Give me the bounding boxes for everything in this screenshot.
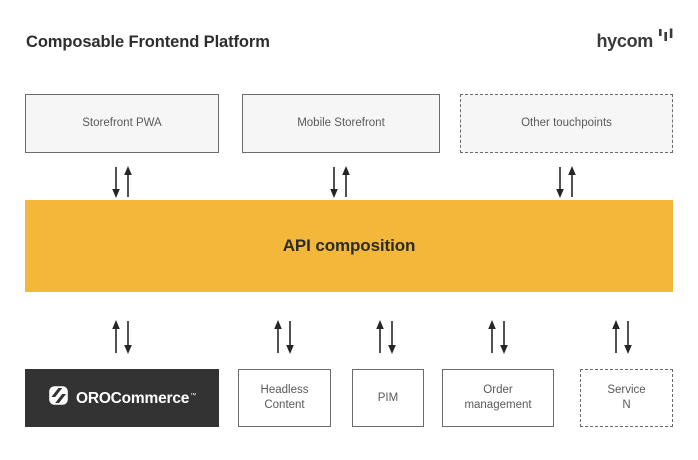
orocommerce-wordmark-text: OROCommerce — [75, 390, 190, 408]
node-label: Headless Content — [260, 384, 309, 411]
diagram-header: Composable Frontend Platform hycom — [0, 0, 698, 80]
connector-headless-content — [268, 318, 302, 358]
node-mobile-storefront[interactable]: Mobile Storefront — [242, 94, 440, 153]
node-label: Storefront PWA — [82, 117, 162, 129]
node-headless-content[interactable]: Headless Content — [238, 369, 331, 427]
connector-order-management — [482, 318, 516, 358]
orocommerce-logo: OROCommerce™ — [48, 385, 196, 411]
node-label: PIM — [377, 391, 399, 404]
trademark-symbol: ™ — [190, 393, 197, 400]
brand-wordmark: hycom — [596, 31, 653, 51]
connector-orocommerce — [106, 318, 140, 358]
node-order-management[interactable]: Order management — [442, 369, 554, 427]
node-orocommerce[interactable]: OROCommerce™ — [25, 369, 219, 427]
connector-mobile-storefront — [324, 164, 358, 204]
node-storefront-pwa[interactable]: Storefront PWA — [25, 94, 219, 153]
node-label: Service N — [607, 384, 646, 411]
node-label: Order management — [464, 384, 532, 411]
connector-other-touchpoints — [550, 164, 584, 204]
node-label: Mobile Storefront — [297, 117, 385, 129]
oro-diamond-icon — [48, 385, 69, 411]
three-vertical-bars-icon — [658, 27, 676, 50]
api-composition-layer[interactable]: API composition — [25, 200, 673, 292]
node-other-touchpoints[interactable]: Other touchpoints — [460, 94, 673, 153]
connector-pim — [370, 318, 404, 358]
brand-logo: hycom — [596, 27, 676, 52]
api-composition-label: API composition — [282, 236, 416, 255]
node-label: Other touchpoints — [521, 117, 612, 129]
node-service-n[interactable]: Service N — [580, 369, 673, 427]
connector-storefront-pwa — [106, 164, 140, 204]
node-pim[interactable]: PIM — [352, 369, 424, 427]
page-title: Composable Frontend Platform — [26, 33, 270, 51]
orocommerce-wordmark: OROCommerce™ — [75, 389, 197, 408]
connector-service-n — [606, 318, 640, 358]
